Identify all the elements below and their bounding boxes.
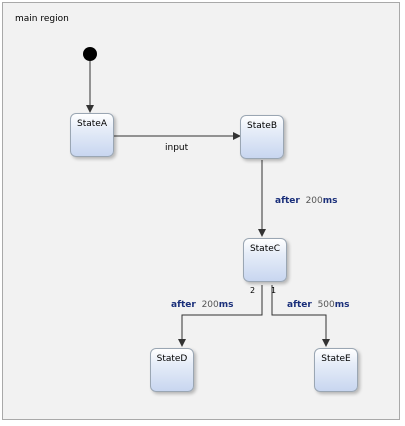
trigger-text: input: [165, 143, 189, 153]
state-d[interactable]: StateD: [150, 348, 194, 392]
after-keyword: after: [275, 196, 300, 206]
timer-unit: ms: [218, 300, 234, 310]
transition-c-to-e[interactable]: [271, 285, 330, 347]
state-b-name: StateB: [247, 121, 277, 131]
transition-c-to-d[interactable]: [178, 285, 263, 347]
transition-c-to-e-label[interactable]: after 500ms: [287, 300, 350, 310]
transition-c-to-e-priority: 1: [271, 286, 277, 295]
state-b[interactable]: StateB: [240, 115, 284, 159]
transition-b-to-c-label[interactable]: after 200ms: [275, 196, 338, 206]
state-a-name: StateA: [77, 119, 107, 129]
timer-value: 200: [201, 300, 219, 310]
after-keyword: after: [171, 300, 196, 310]
state-e[interactable]: StateE: [314, 348, 358, 392]
transition-c-to-d-label[interactable]: after 200ms: [171, 300, 234, 310]
state-c-name: StateC: [249, 244, 281, 254]
timer-value: 500: [317, 300, 335, 310]
after-keyword: after: [287, 300, 312, 310]
timer-value: 200: [305, 196, 323, 206]
region-name: main region: [15, 14, 69, 24]
state-e-name: StateE: [321, 354, 351, 364]
state-c[interactable]: StateC: [243, 238, 287, 282]
state-d-name: StateD: [156, 354, 188, 364]
transition-c-to-d-priority: 2: [250, 286, 256, 295]
transition-a-to-b-label[interactable]: input: [165, 143, 188, 153]
initial-state[interactable]: [83, 47, 97, 61]
state-a[interactable]: StateA: [70, 113, 114, 157]
timer-unit: ms: [322, 196, 338, 206]
timer-unit: ms: [334, 300, 350, 310]
